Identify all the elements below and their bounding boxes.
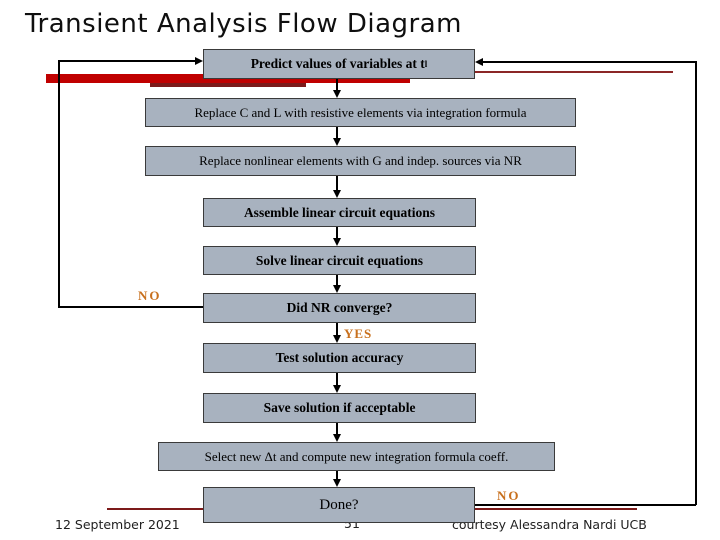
footer-credit: courtesy Alessandra Nardi UCB <box>452 517 647 532</box>
flow-box-label: Save solution if acceptable <box>263 400 416 415</box>
connector-line <box>336 423 338 434</box>
flow-box-did-nr-converge: Did NR converge? <box>203 293 476 323</box>
connector-line <box>336 373 338 385</box>
right-loop-bottom-line <box>475 504 696 506</box>
arrowhead-into-predict-left <box>195 57 203 65</box>
down-arrowhead <box>333 138 341 146</box>
flow-box-label: Did NR converge? <box>286 300 393 315</box>
flow-box-assemble: Assemble linear circuit equations <box>203 198 476 227</box>
down-arrowhead <box>333 434 341 442</box>
connector-line <box>336 176 338 190</box>
connector-line <box>336 127 338 138</box>
flow-box-replace-c-l: Replace C and L with resistive elements … <box>145 98 576 127</box>
connector-line <box>336 227 338 238</box>
down-arrowhead <box>333 479 341 487</box>
down-arrowhead <box>333 385 341 393</box>
flow-box-label: Done? <box>319 496 359 513</box>
connector-line <box>336 79 338 90</box>
branch-label-no-right: NO <box>497 488 521 503</box>
down-arrowhead <box>333 335 341 343</box>
flow-box-solve: Solve linear circuit equations <box>203 246 476 275</box>
down-arrowhead <box>333 90 341 98</box>
flow-box-done: Done? <box>203 487 475 523</box>
flow-box-label: Select new Δt and compute new integratio… <box>204 448 509 464</box>
flow-box-replace-nonlinear: Replace nonlinear elements with G and in… <box>145 146 576 176</box>
thin-top-rule <box>470 71 673 73</box>
connector-line <box>336 323 338 335</box>
flow-box-label: Replace C and L with resistive elements … <box>194 104 527 120</box>
footer-date: 12 September 2021 <box>55 517 180 532</box>
flow-box-test-accuracy: Test solution accuracy <box>203 343 476 373</box>
connector-line <box>336 275 338 285</box>
flow-box-label: Replace nonlinear elements with G and in… <box>199 153 522 168</box>
flow-box-predict-label: Predict values of variables at t <box>250 56 425 71</box>
down-arrowhead <box>333 238 341 246</box>
slide-title: Transient Analysis Flow Diagram <box>25 9 462 39</box>
left-loop-bottom-line <box>58 306 203 308</box>
flow-box-select-dt: Select new Δt and compute new integratio… <box>158 442 555 471</box>
flow-box-label: Solve linear circuit equations <box>255 252 424 268</box>
branch-label-no-left: NO <box>138 288 162 303</box>
down-arrowhead <box>333 285 341 293</box>
down-arrowhead <box>333 190 341 198</box>
flow-box-label: Test solution accuracy <box>275 350 404 365</box>
arrowhead-into-predict-right <box>475 58 483 66</box>
left-loop-top-line <box>58 60 196 62</box>
branch-label-yes: YES <box>344 326 373 341</box>
flow-box-save-solution: Save solution if acceptable <box>203 393 476 423</box>
left-loop-vertical-line <box>58 60 60 308</box>
dark-red-accent-shadow <box>150 82 306 87</box>
right-loop-top-line <box>482 61 696 63</box>
flow-box-label: Assemble linear circuit equations <box>243 204 436 220</box>
right-loop-vertical-line <box>695 61 697 505</box>
connector-line <box>336 471 338 479</box>
